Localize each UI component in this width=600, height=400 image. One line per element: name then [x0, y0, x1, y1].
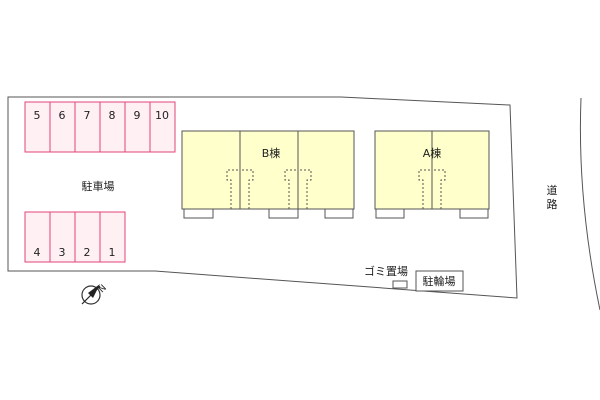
parking-row-top: 5 6 7 8 9 10	[24, 101, 176, 153]
building-b-label: B棟	[262, 146, 281, 160]
building-b-stair-outline	[284, 169, 298, 209]
building-b-stair-outline	[226, 169, 240, 209]
parking-row-bottom: 4 3 2 1	[24, 211, 126, 263]
bicycle-parking-label: 駐輪場	[423, 274, 456, 288]
parking-space-9	[124, 101, 151, 153]
parking-space-8	[99, 101, 126, 153]
building-b-body	[181, 130, 355, 210]
road-label-bottom: 路	[547, 198, 558, 211]
building-b-balcony	[183, 208, 214, 219]
space-number-7: 7	[84, 109, 91, 122]
garbage-area-label: ゴミ置場	[364, 264, 408, 278]
building-a-stair-outline	[432, 169, 446, 209]
building-b-stair-outline	[298, 169, 312, 209]
road-edge-line	[579, 97, 600, 311]
building-b: B棟	[181, 130, 355, 219]
parking-label: 駐車場	[82, 179, 115, 193]
space-number-9: 9	[134, 109, 141, 122]
north-label: N	[97, 283, 109, 295]
building-b-balcony	[324, 208, 354, 219]
road-label-top: 道	[547, 183, 558, 197]
bicycle-parking-box	[415, 270, 464, 292]
parking-space-6	[49, 101, 76, 153]
north-arrow-icon: N	[81, 283, 109, 305]
garbage-area-box	[392, 280, 408, 289]
parking-space-1	[99, 211, 126, 263]
building-a-label: A棟	[423, 146, 442, 160]
parking-space-10	[149, 101, 176, 153]
building-b-balcony	[268, 208, 299, 219]
building-a-stair-outline	[418, 169, 432, 209]
space-number-6: 6	[59, 109, 66, 122]
space-number-5: 5	[34, 109, 41, 122]
space-number-1: 1	[109, 246, 116, 259]
building-a: A棟	[374, 130, 490, 219]
building-b-stair-outline	[240, 169, 254, 209]
building-a-balcony	[375, 208, 405, 219]
space-number-3: 3	[59, 246, 66, 259]
parking-space-7	[74, 101, 101, 153]
space-number-8: 8	[109, 109, 116, 122]
space-number-4: 4	[34, 246, 41, 259]
space-number-10: 10	[155, 109, 169, 122]
building-a-balcony	[459, 208, 489, 219]
space-number-2: 2	[84, 246, 91, 259]
parking-space-4	[24, 211, 51, 263]
